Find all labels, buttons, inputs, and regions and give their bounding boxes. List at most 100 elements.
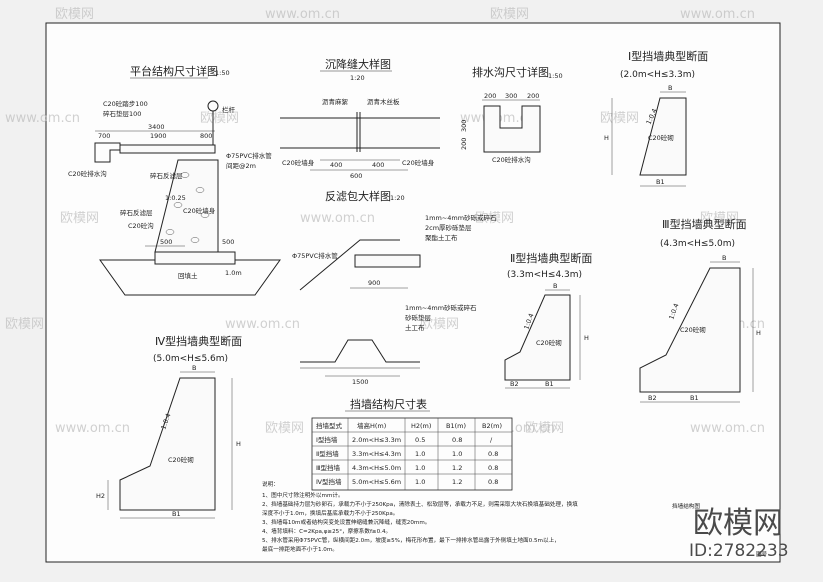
svg-text:H: H	[584, 334, 589, 342]
svg-text:200: 200	[484, 92, 496, 100]
svg-text:200: 200	[460, 138, 468, 150]
svg-text:欧模网: 欧模网	[55, 7, 94, 22]
svg-text:1900: 1900	[150, 132, 167, 140]
svg-text:1500: 1500	[352, 378, 369, 386]
svg-text:欧模网: 欧模网	[200, 111, 239, 126]
svg-text:1:20: 1:20	[390, 194, 405, 202]
svg-text:(2.0m<H≤3.3m): (2.0m<H≤3.3m)	[620, 70, 695, 80]
title-block: 挡墙结构图 图号	[672, 502, 768, 558]
table-cell: 0.8	[452, 436, 462, 444]
svg-text:欧模网: 欧模网	[600, 111, 639, 126]
svg-text:1:50: 1:50	[215, 69, 230, 77]
svg-text:C20砼砌: C20砼砌	[168, 455, 194, 464]
drain-title: 排水沟尺寸详图	[472, 65, 549, 79]
svg-text:www.om.cn: www.om.cn	[225, 317, 300, 332]
svg-text:700: 700	[98, 132, 110, 140]
svg-text:聚酯土工布: 聚酯土工布	[425, 233, 458, 242]
svg-text:www.om.cn: www.om.cn	[5, 111, 80, 126]
svg-text:1:20: 1:20	[350, 74, 365, 82]
svg-text:C20砼排水沟: C20砼排水沟	[68, 169, 107, 178]
svg-text:碎石反滤层: 碎石反滤层	[120, 208, 153, 217]
type2-section-view: Ⅱ型挡墙典型断面 (3.3m<H≤4.3m) B C20砼砌 1:0.4 H B…	[504, 251, 592, 389]
svg-text:2、挡墙基础持力层为砂卵石，承载力不小于250Kpa，清除表: 2、挡墙基础持力层为砂卵石，承载力不小于250Kpa，清除表土、松软层等，承载力…	[262, 500, 578, 508]
svg-text:B: B	[722, 254, 726, 262]
svg-text:最底一排距地面不小于1.0m。: 最底一排距地面不小于1.0m。	[262, 545, 338, 553]
svg-text:C20砼砌: C20砼砌	[536, 338, 562, 347]
table-cell: Ⅱ型挡墙	[316, 449, 339, 458]
svg-text:C20砼墙身: C20砼墙身	[183, 206, 216, 215]
svg-text:H: H	[604, 134, 609, 142]
svg-text:挡墙结构图: 挡墙结构图	[672, 502, 700, 510]
svg-text:欧模网: 欧模网	[420, 317, 459, 332]
type2-title: Ⅱ型挡墙典型断面	[510, 251, 592, 265]
svg-text:www.om.cn: www.om.cn	[265, 7, 340, 22]
svg-text:ID:2782233: ID:2782233	[689, 541, 789, 561]
svg-text:欧模网: 欧模网	[60, 211, 99, 226]
svg-text:500: 500	[160, 238, 172, 246]
svg-text:B1: B1	[656, 178, 665, 186]
svg-text:400: 400	[372, 161, 384, 169]
type3-title: Ⅲ型挡墙典型断面	[662, 217, 747, 231]
svg-text:欧模网: 欧模网	[693, 506, 783, 541]
svg-text:4、墙背填料：C=2Kpa,φ≥25°，摩擦系数f≥0.4。: 4、墙背填料：C=2Kpa,φ≥25°，摩擦系数f≥0.4。	[262, 527, 391, 535]
svg-text:欧模网: 欧模网	[265, 421, 304, 436]
svg-text:说明：: 说明：	[262, 480, 279, 488]
table-cell: 2.0m<H≤3.3m	[352, 436, 401, 444]
brand-watermark: 欧模网 ID:2782233	[689, 506, 789, 561]
table-cell: Ⅲ型挡墙	[316, 463, 340, 472]
svg-text:Φ75PVC排水管: Φ75PVC排水管	[292, 251, 338, 260]
svg-text:300: 300	[505, 92, 517, 100]
svg-text:回填土: 回填土	[178, 271, 198, 280]
svg-text:C20砼墙身: C20砼墙身	[282, 158, 315, 167]
table-cell: 1.2	[452, 478, 462, 486]
svg-text:900: 900	[368, 279, 380, 287]
svg-text:C20砼沟: C20砼沟	[128, 221, 154, 230]
svg-text:沥青麻絮: 沥青麻絮	[322, 97, 348, 106]
table-header: B2(m)	[482, 422, 502, 430]
svg-text:砂砾垫层: 砂砾垫层	[405, 313, 432, 322]
svg-text:2cm厚砂砾垫层: 2cm厚砂砾垫层	[425, 223, 472, 232]
table-cell: 0.8	[488, 478, 498, 486]
svg-text:欧模网: 欧模网	[475, 211, 514, 226]
svg-text:碎石垫层100: 碎石垫层100	[103, 109, 141, 118]
table-cell: 0.5	[415, 436, 425, 444]
platform-title: 平台结构尺寸详图	[130, 64, 218, 78]
filter-detail-view: 反滤包大样图 1:20 1mm~4mm砂砾或碎石 2cm厚砂砾垫层 聚酯土工布 …	[292, 189, 497, 386]
table-cell: 1.0	[415, 464, 425, 472]
table-cell: 1.2	[452, 464, 462, 472]
svg-text:500: 500	[222, 238, 234, 246]
svg-text:5、排水管采用Φ75PVC管，纵横间距2.0m，坡度≥5%，: 5、排水管采用Φ75PVC管，纵横间距2.0m，坡度≥5%，梅花形布置，最下一排…	[262, 536, 560, 544]
svg-text:www.om.cn: www.om.cn	[55, 421, 130, 436]
svg-text:www.om.cn: www.om.cn	[300, 211, 375, 226]
table-cell: 0.8	[488, 464, 498, 472]
svg-text:欧模网: 欧模网	[700, 211, 739, 226]
svg-text:200: 200	[527, 92, 539, 100]
svg-text:B1: B1	[545, 380, 554, 388]
svg-text:B: B	[668, 84, 672, 92]
notes-block: 说明： 1、图中尺寸除注明外以mm计。 2、挡墙基础持力层为砂卵石，承载力不小于…	[262, 480, 578, 553]
svg-text:3400: 3400	[148, 123, 165, 131]
table-header: B1(m)	[446, 422, 466, 430]
joint-detail-view: 沉降缝大样图 1:20 沥青麻絮 沥青木丝板 400 400 600 C20砼墙…	[280, 57, 440, 180]
svg-text:600: 600	[350, 172, 362, 180]
svg-text:B1: B1	[172, 510, 181, 518]
svg-text:深度不小于1.0m，换填后基底承载力不小于250Kpa。: 深度不小于1.0m，换填后基底承载力不小于250Kpa。	[262, 509, 398, 517]
dimension-table: 挡墙结构尺寸表 挡墙型式 墙高H(m) H2(m) B1(m) B2(m) Ⅰ型…	[311, 397, 513, 491]
svg-text:C20砼墙身: C20砼墙身	[402, 158, 435, 167]
svg-text:欧模网: 欧模网	[5, 317, 44, 332]
svg-text:欧模网: 欧模网	[525, 421, 564, 436]
drain-detail-view: 排水沟尺寸详图 1:50 200 300 200 300 200 C20砼排水沟	[460, 65, 563, 164]
svg-text:土工布: 土工布	[405, 323, 425, 332]
svg-text:栏杆: 栏杆	[222, 105, 236, 114]
table-cell: 5.0m<H≤5.6m	[352, 478, 401, 486]
type4-section-view: Ⅳ型挡墙典型断面 (5.0m<H≤5.6m) B C20砼砌 1:0.4 H H…	[96, 334, 242, 519]
svg-text:C20砼踏步100: C20砼踏步100	[103, 99, 148, 108]
svg-text:(3.3m<H≤4.3m): (3.3m<H≤4.3m)	[507, 270, 582, 280]
svg-text:1:0.25: 1:0.25	[165, 194, 186, 202]
table-cell: 1.0	[415, 450, 425, 458]
svg-text:C20砼砌: C20砼砌	[648, 133, 674, 142]
svg-text:www.om.cn: www.om.cn	[690, 421, 765, 436]
svg-text:沥青木丝板: 沥青木丝板	[367, 97, 400, 106]
svg-text:(5.0m<H≤5.6m): (5.0m<H≤5.6m)	[153, 354, 228, 364]
